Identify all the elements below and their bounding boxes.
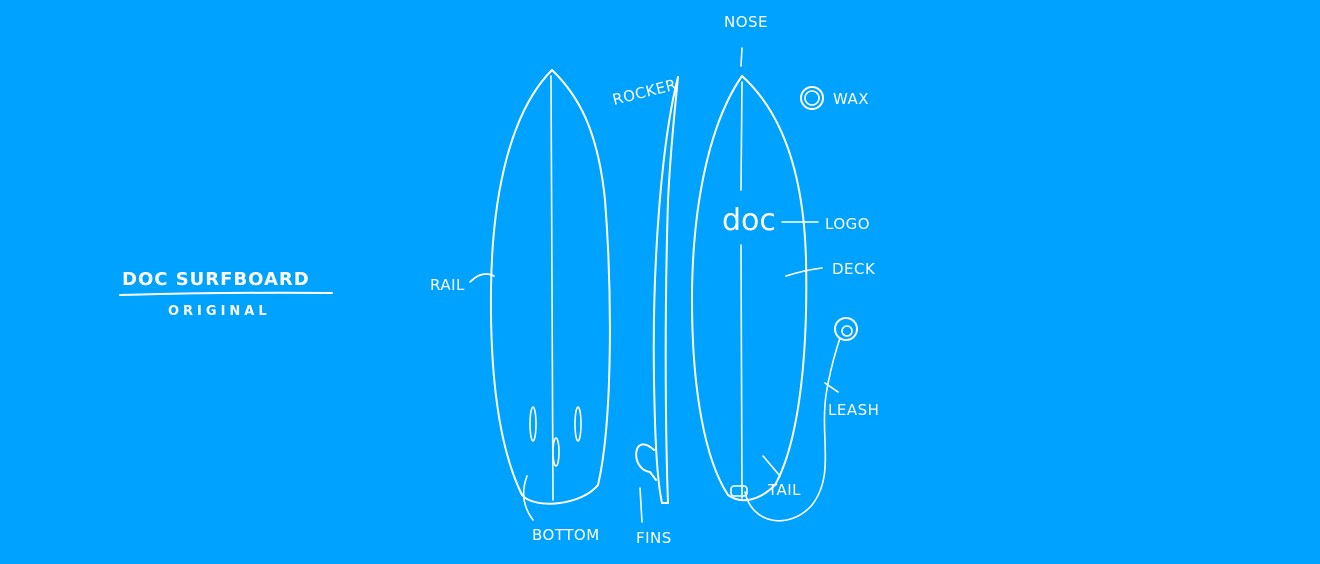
bottom-leader — [522, 475, 534, 521]
leash-cord — [744, 337, 841, 522]
label-nose: NOSE — [724, 13, 768, 31]
wax-puck — [800, 86, 824, 110]
fins-leader — [639, 487, 643, 523]
deck-stringer-lower — [740, 244, 743, 499]
deck-leader — [785, 267, 823, 277]
diagram-subtitle: ORIGINAL — [168, 304, 271, 319]
board-side-outline — [652, 76, 679, 504]
leash — [744, 317, 858, 522]
board-deck-view: doc — [691, 75, 808, 502]
board-bottom-view — [489, 69, 611, 505]
label-rocker: ROCKER — [611, 76, 679, 109]
label-tail: TAIL — [767, 481, 801, 499]
wax-icon-inner — [804, 90, 820, 106]
label-rail: RAIL — [430, 276, 465, 294]
leash-cuff-inner — [841, 325, 853, 337]
board-side-view — [635, 76, 679, 504]
callout-lines — [469, 47, 839, 523]
fin-left — [529, 406, 537, 442]
label-wax: WAX — [833, 90, 869, 108]
rail-leader — [469, 273, 495, 283]
title-block: DOC SURFBOARD ORIGINAL — [119, 269, 333, 319]
label-deck: DECK — [832, 260, 876, 278]
board-logo: doc — [722, 203, 776, 238]
leash-cuff-outer — [834, 317, 858, 341]
label-leash: LEASH — [828, 401, 879, 419]
label-logo: LOGO — [825, 215, 870, 233]
fin-right — [574, 406, 582, 442]
board-bottom-stringer — [550, 75, 554, 501]
fin-center — [552, 437, 560, 467]
label-bottom: BOTTOM — [532, 526, 600, 544]
label-fins: FINS — [636, 529, 672, 547]
leash-leader — [824, 382, 839, 393]
leash-plug — [730, 485, 748, 497]
board-bottom-outline — [489, 69, 611, 505]
deck-stringer-upper — [740, 81, 743, 191]
title-underline — [119, 291, 333, 296]
wax-icon — [800, 86, 824, 110]
diagram-title: DOC SURFBOARD — [122, 269, 310, 290]
nose-leader — [740, 47, 743, 67]
board-deck-outline — [691, 75, 808, 502]
tail-leader — [762, 455, 781, 477]
side-fin — [635, 443, 657, 481]
